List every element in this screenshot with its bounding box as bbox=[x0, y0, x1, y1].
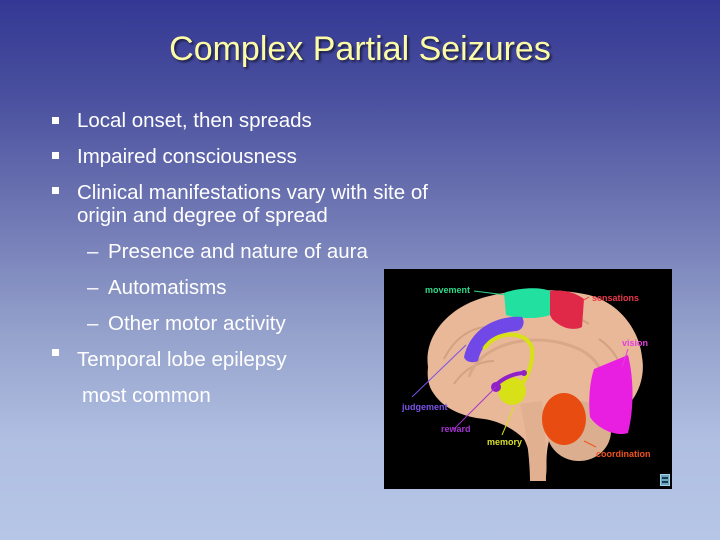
bullet-temporal-lobe: Temporal lobe epilepsy bbox=[77, 348, 287, 371]
subbullet-aura: Presence and nature of aura bbox=[108, 240, 368, 263]
label-vision: vision bbox=[622, 338, 649, 348]
bullet-clinical-manifestations-line2: origin and degree of spread bbox=[77, 204, 328, 227]
subbullet-automatisms: Automatisms bbox=[108, 276, 227, 299]
brain-illustration bbox=[411, 288, 643, 481]
bullet-clinical-manifestations-line1: Clinical manifestations vary with site o… bbox=[77, 181, 428, 204]
square-bullet-icon bbox=[52, 117, 59, 124]
label-coordination: coordination bbox=[596, 449, 651, 459]
square-bullet-icon bbox=[52, 349, 59, 356]
continuation-most-common: most common bbox=[82, 384, 211, 407]
subbullet-motor-activity: Other motor activity bbox=[108, 312, 286, 335]
square-bullet-icon bbox=[52, 187, 59, 194]
label-movement: movement bbox=[425, 285, 471, 295]
square-bullet-icon bbox=[52, 152, 59, 159]
bullet-impaired-consciousness: Impaired consciousness bbox=[77, 145, 297, 168]
document-icon[interactable] bbox=[660, 474, 670, 486]
dash-bullet-icon: – bbox=[87, 240, 99, 263]
label-sensations: sensations bbox=[592, 293, 640, 303]
label-judgement: judgement bbox=[402, 402, 448, 412]
brain-diagram-image: movement sensations vision judgement rew… bbox=[384, 269, 672, 489]
bullet-local-onset: Local onset, then spreads bbox=[77, 109, 312, 132]
slide-title: Complex Partial Seizures bbox=[169, 30, 551, 68]
dash-bullet-icon: – bbox=[87, 312, 99, 335]
label-memory: memory bbox=[487, 437, 523, 447]
label-reward: reward bbox=[441, 424, 471, 434]
dash-bullet-icon: – bbox=[87, 276, 99, 299]
